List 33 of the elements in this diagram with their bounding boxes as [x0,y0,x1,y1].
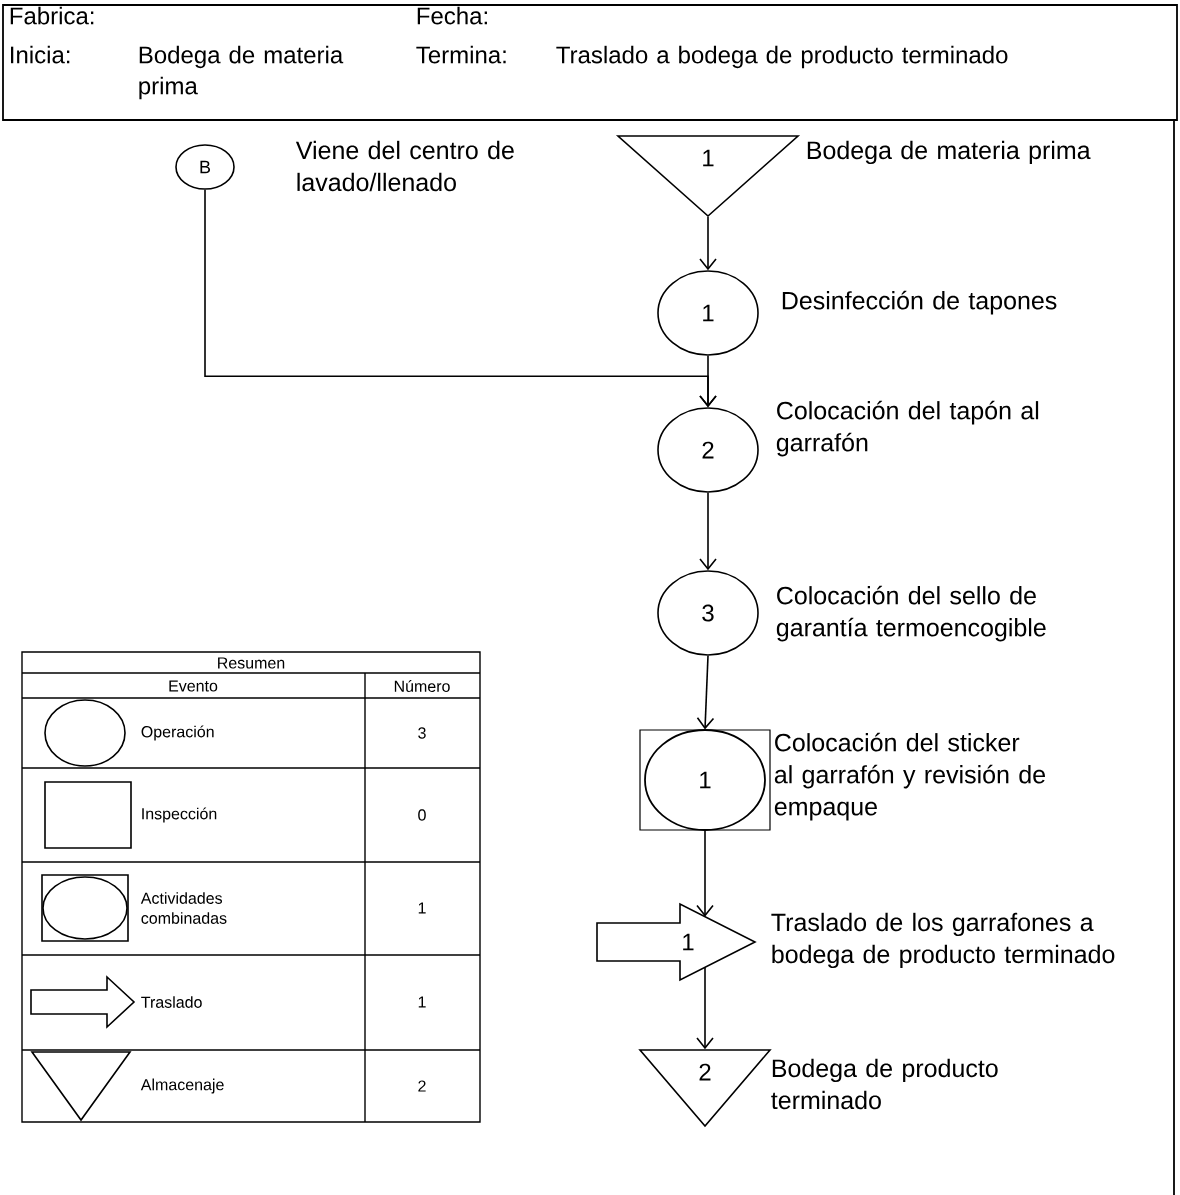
step-description: Colocación del sello de garantía termoencogible [776,585,1046,642]
step-description: Viene del centro de lavado/llenado [295,140,514,192]
arrow [204,189,717,408]
arrow [696,829,714,917]
column-header: Número [394,680,450,692]
header-text: Traslado a bodega de producto terminado [556,45,1008,69]
event-name: Operación [141,725,214,741]
arrow [696,966,714,1050]
event-name: Inspección [142,807,217,823]
column-header: Evento [169,680,218,692]
arrow [696,655,715,730]
step-description: Colocación del sticker al garrafón y revisión de empaque [774,732,1045,821]
header-text: Fecha: [417,6,487,25]
header-text: Inicia: [11,45,70,64]
header-text: Bodega de materia prima [139,45,344,100]
header-text: Termina: [416,45,506,64]
event-count: 1 [418,996,426,1008]
event-count: 3 [418,727,426,739]
step-description: Bodega de producto terminado [771,1058,998,1110]
step-description: Traslado de los garrafones a bodega de producto terminado [771,912,1115,969]
event-count: 1 [418,902,426,914]
event-name: Almacenaje [140,1078,224,1094]
step-description: Desinfección de tapones [782,290,1057,315]
event-name: Traslado [141,996,202,1008]
step-description: Colocación del tapón al garrafón [776,400,1039,457]
table-title: Resumen [218,657,285,669]
event-count: 0 [418,809,426,821]
arrow [699,216,717,271]
event-count: 2 [418,1080,426,1092]
arrow [699,492,717,571]
step-description: Bodega de materia prima [807,140,1091,165]
header-text: Fabrica: [10,6,94,25]
event-name: Actividades combinadas [140,892,227,924]
